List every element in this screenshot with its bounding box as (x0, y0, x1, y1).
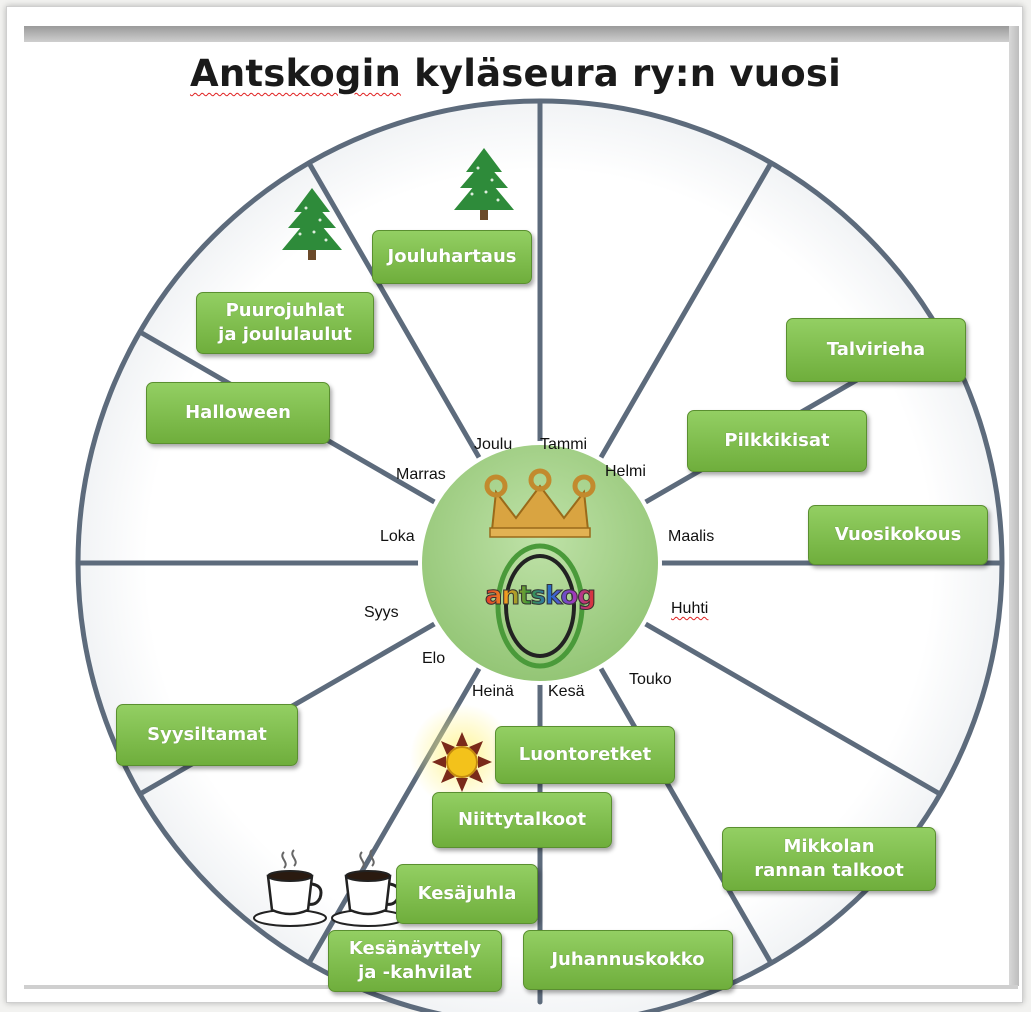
event-label: Juhannuskokko (551, 949, 705, 970)
christmas-tree-icon (282, 188, 342, 260)
event-label: Vuosikokous (834, 524, 962, 545)
logo-text: antskog (484, 581, 596, 612)
event-kesajuhla: Kesäjuhla (396, 864, 538, 924)
christmas-tree-icon (454, 148, 514, 220)
month-label-syys: Syys (364, 604, 399, 621)
event-label-line1: Kesänäyttely (348, 938, 482, 959)
event-label-line1: Puurojuhlat (225, 300, 345, 321)
month-label-huhti: Huhti (671, 600, 709, 617)
event-niittytalkoot: Niittytalkoot (432, 792, 612, 848)
title-rest: kyläseura ry:n vuosi (401, 52, 841, 95)
event-jouluhartaus: Jouluhartaus (372, 230, 532, 284)
month-label-elo: Elo (422, 650, 446, 667)
event-label-line1: Mikkolan (783, 836, 875, 857)
event-label: Niittytalkoot (457, 809, 587, 830)
event-label: Jouluhartaus (387, 246, 517, 267)
event-luontoretket: Luontoretket (495, 726, 675, 784)
event-label: Luontoretket (518, 744, 652, 765)
coffee-cup-icon (253, 849, 327, 927)
month-label-loka: Loka (380, 528, 415, 545)
page-title: Antskogin kyläseura ry:n vuosi (0, 52, 1031, 95)
event-puurojuhlat: Puurojuhlat ja joululaulut (196, 292, 374, 354)
month-label-helmi: Helmi (605, 463, 646, 480)
event-label: Pilkkikisat (724, 430, 830, 451)
month-label-joulu: Joulu (474, 436, 513, 453)
event-kesanayttely: Kesänäyttely ja -kahvilat (328, 930, 502, 992)
event-syysiltamat: Syysiltamat (116, 704, 298, 766)
event-mikkolan-rannan-talkoot: Mikkolan rannan talkoot (722, 827, 936, 891)
event-talvirieha: Talvirieha (786, 318, 966, 382)
top-band (24, 26, 1018, 42)
event-label: Syysiltamat (147, 724, 267, 745)
event-label-line2: ja -kahvilat (358, 962, 472, 983)
event-label: Talvirieha (826, 339, 926, 360)
crown-icon (484, 468, 596, 538)
month-label-touko: Touko (629, 671, 672, 688)
month-label-kesa: Kesä (548, 683, 585, 700)
antskog-logo: antskog (484, 576, 596, 616)
event-vuosikokous: Vuosikokous (808, 505, 988, 565)
event-label-line2: rannan talkoot (754, 860, 904, 881)
event-label: Kesäjuhla (417, 883, 517, 904)
title-underlined-word: Antskogin (189, 52, 402, 95)
coffee-cup-icon (331, 849, 405, 927)
month-label-tammi: Tammi (540, 436, 588, 453)
logo-rings (495, 543, 585, 669)
wheel-hub (418, 441, 662, 685)
event-pilkkikisat: Pilkkikisat (687, 410, 867, 472)
event-halloween: Halloween (146, 382, 330, 444)
event-label: Halloween (185, 402, 291, 423)
right-band (1009, 26, 1019, 986)
month-label-maalis: Maalis (668, 528, 715, 545)
event-label-line2: ja joululaulut (218, 324, 352, 345)
month-label-heina: Heinä (472, 683, 514, 700)
sun-icon (432, 732, 492, 792)
month-label-marras: Marras (396, 466, 446, 483)
event-juhannuskokko: Juhannuskokko (523, 930, 733, 990)
